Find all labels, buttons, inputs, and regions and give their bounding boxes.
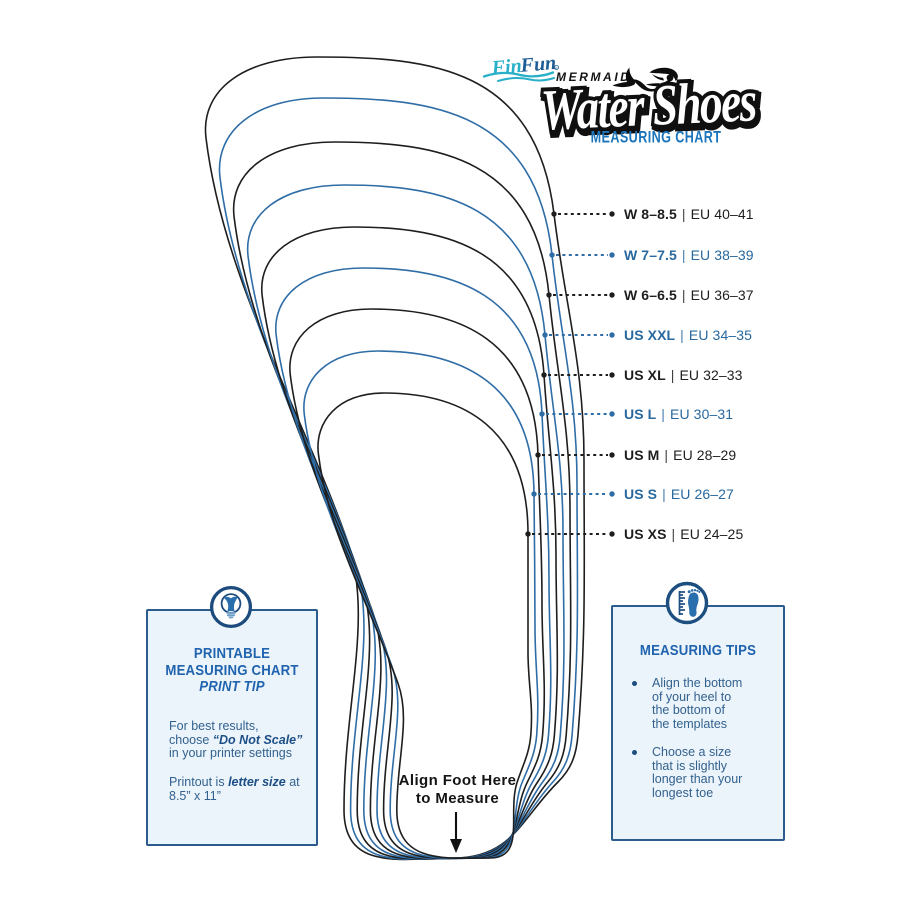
svg-text:Water Shoes: Water Shoes <box>540 70 758 143</box>
svg-text:R: R <box>555 66 558 70</box>
svg-text:MEASURING CHART: MEASURING CHART <box>591 129 722 147</box>
svg-text:Water Shoes: Water Shoes <box>541 73 759 146</box>
svg-text:Fin: Fin <box>490 55 523 80</box>
svg-text:MERMAID: MERMAID <box>556 70 632 84</box>
